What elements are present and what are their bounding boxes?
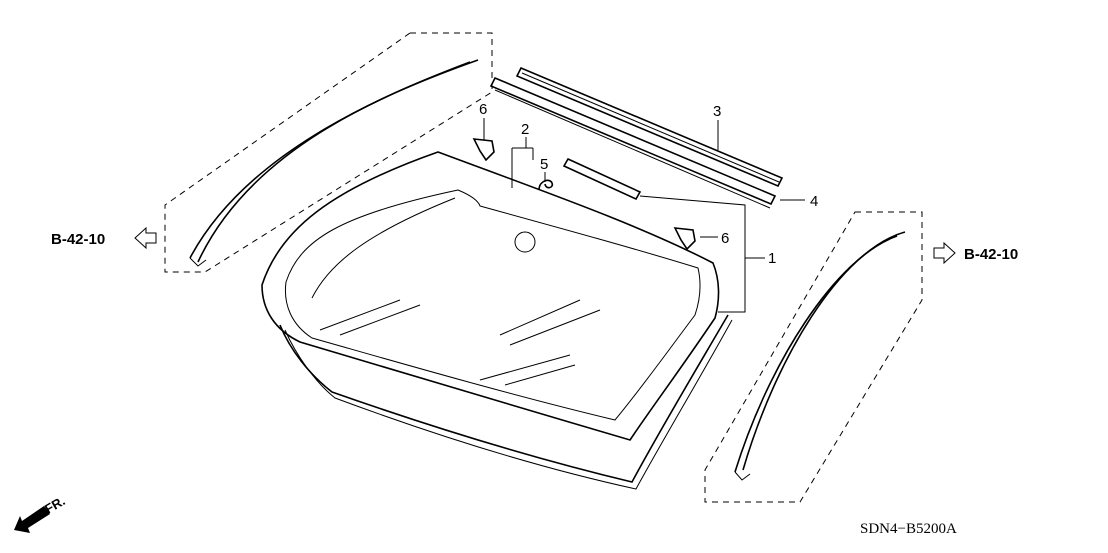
- callout-6-upper: 6: [479, 101, 487, 118]
- right-side-moulding: [704, 211, 923, 503]
- callout-1: 1: [768, 250, 776, 267]
- callout-4: 4: [810, 193, 818, 210]
- leader-lines: [483, 118, 805, 313]
- clip-5: [538, 179, 554, 190]
- windshield-seal: [279, 314, 733, 490]
- left-reference-arrow-icon: [134, 226, 157, 250]
- clip-6-upper: [472, 138, 495, 162]
- callout-2: 2: [521, 121, 529, 138]
- upper-moulding-4: [489, 76, 777, 209]
- clip-6-lower: [673, 227, 696, 251]
- reference-left[interactable]: B-42-10: [51, 231, 105, 248]
- diagram-code: SDN4−B5200A: [860, 521, 957, 537]
- callout-5: 5: [540, 156, 548, 173]
- left-side-moulding: [164, 32, 493, 273]
- reference-right[interactable]: B-42-10: [964, 246, 1018, 263]
- callout-6-lower: 6: [721, 230, 729, 247]
- front-direction-arrow-icon: [14, 506, 50, 533]
- callout-3: 3: [713, 103, 721, 120]
- short-moulding: [562, 157, 642, 201]
- right-reference-arrow-icon: [933, 241, 956, 265]
- upper-moulding-3: [515, 66, 784, 188]
- windshield-glass: [261, 151, 720, 441]
